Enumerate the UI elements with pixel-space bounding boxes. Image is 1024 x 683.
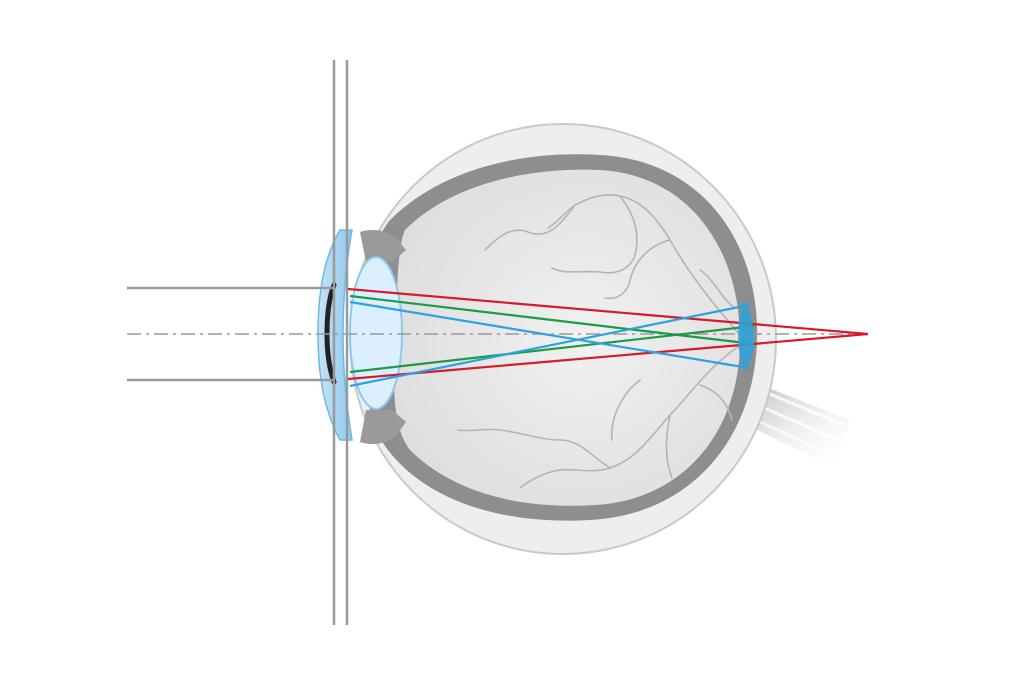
red-ray-upper bbox=[347, 287, 869, 336]
blue-ray-upper bbox=[349, 300, 750, 370]
iris-lower bbox=[360, 410, 406, 444]
retinal-vessels bbox=[457, 194, 741, 489]
spectacle-plane bbox=[332, 60, 349, 625]
iris bbox=[360, 230, 406, 262]
green-ray-upper bbox=[349, 294, 755, 346]
green-ray-lower bbox=[349, 324, 755, 374]
incoming-rays bbox=[127, 286, 334, 382]
fovea bbox=[738, 300, 754, 372]
ray-group bbox=[347, 287, 869, 388]
lens bbox=[349, 256, 403, 410]
blue-ray-lower bbox=[349, 303, 750, 388]
red-ray-lower bbox=[347, 332, 869, 381]
